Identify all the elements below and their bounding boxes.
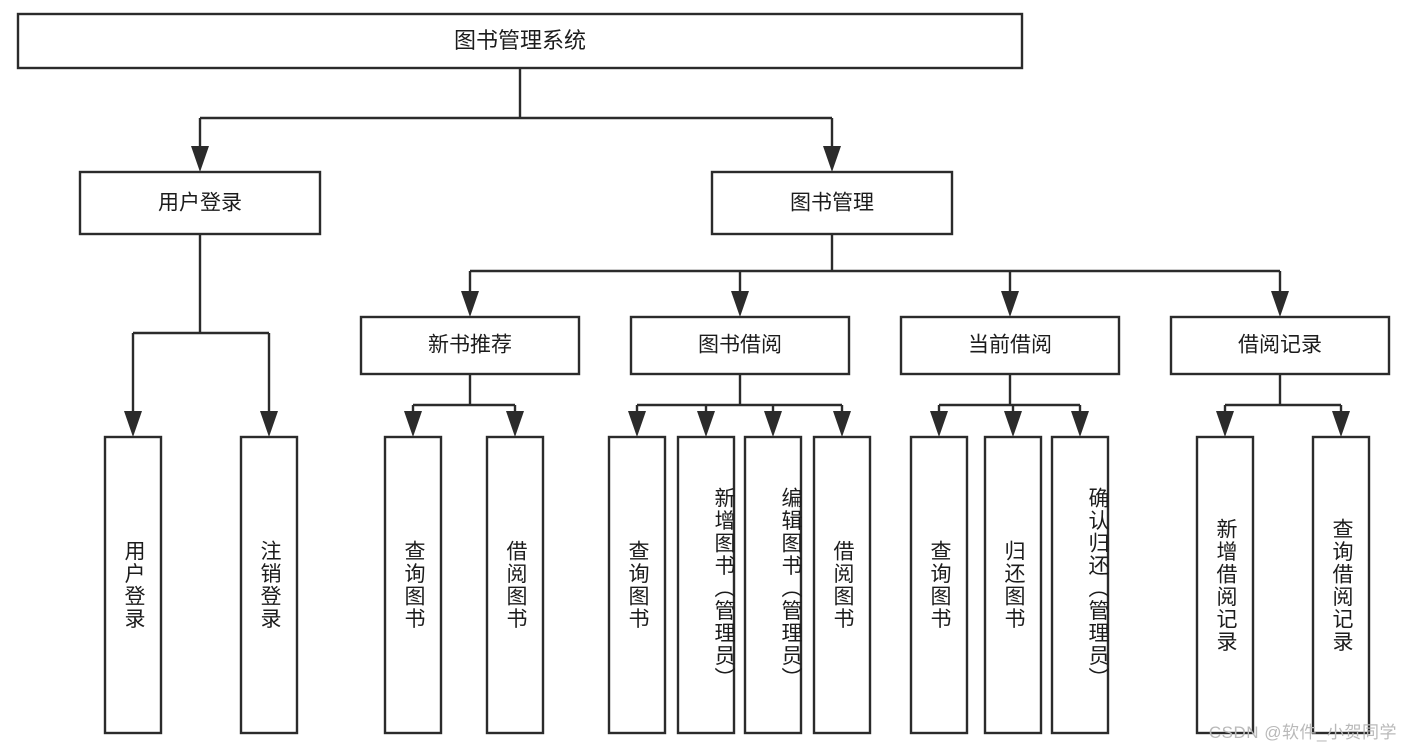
node-leaf-borrow-book-rec-box[interactable] (485, 435, 545, 735)
arrow-head-leaf-query-record (1332, 411, 1350, 437)
connector-group-book-manage (461, 234, 1289, 317)
node-leaf-borrow-book-box[interactable] (812, 435, 872, 735)
arrow-head-current-borrow (1001, 291, 1019, 317)
node-borrow-record-box[interactable] (1169, 315, 1391, 376)
node-current-borrow-box[interactable] (899, 315, 1121, 376)
arrow-head-leaf-logout (260, 411, 278, 437)
node-leaf-logout-box[interactable] (239, 435, 299, 735)
connector-group-user-login (124, 234, 278, 437)
node-borrow-record[interactable]: 借阅记录 (1169, 315, 1391, 376)
node-book-manage-box[interactable] (710, 170, 954, 236)
node-new-book-rec[interactable]: 新书推荐 (359, 315, 581, 376)
arrow-head-new-book-rec (461, 291, 479, 317)
node-book-manage-label: 图书管理 (790, 192, 874, 215)
node-leaf-add-book-box[interactable] (676, 435, 736, 735)
arrow-head-leaf-edit-book (764, 411, 782, 437)
connector-group-root (191, 68, 841, 172)
arrow-head-leaf-borrow-book (833, 411, 851, 437)
node-borrow-record-label: 借阅记录 (1238, 334, 1322, 357)
arrow-head-leaf-query-book-cur (930, 411, 948, 437)
node-new-book-rec-box[interactable] (359, 315, 581, 376)
node-user-login[interactable]: 用户登录 (78, 170, 322, 236)
node-leaf-query-book-cur-box[interactable] (909, 435, 969, 735)
node-user-login-box[interactable] (78, 170, 322, 236)
node-leaf-return-book-box[interactable] (983, 435, 1043, 735)
connector-group-current-borrow (930, 374, 1089, 437)
arrow-head-leaf-add-book (697, 411, 715, 437)
connector-group-book-borrow (628, 374, 851, 437)
node-book-borrow-label: 图书借阅 (698, 334, 782, 357)
csdn-watermark: CSDN @软件_小贺同学 (1208, 723, 1397, 742)
node-root-box[interactable] (16, 12, 1024, 70)
node-book-borrow[interactable]: 图书借阅 (629, 315, 851, 376)
node-leaf-edit-book-box[interactable] (743, 435, 803, 735)
node-leaf-add-record-box[interactable] (1195, 435, 1255, 735)
arrow-head-leaf-add-record (1216, 411, 1234, 437)
arrow-head-book-borrow (731, 291, 749, 317)
connector-group-borrow-record (1216, 374, 1350, 437)
node-leaf-query-book-borrow-box[interactable] (607, 435, 667, 735)
arrow-head-user-login (191, 146, 209, 172)
arrow-head-leaf-confirm-return (1071, 411, 1089, 437)
node-leaf-user-login-box[interactable] (103, 435, 163, 735)
node-book-manage[interactable]: 图书管理 (710, 170, 954, 236)
node-current-borrow-label: 当前借阅 (968, 334, 1052, 357)
node-leaf-query-book-rec-box[interactable] (383, 435, 443, 735)
arrow-head-borrow-record (1271, 291, 1289, 317)
arrow-head-leaf-user-login (124, 411, 142, 437)
connector-group-new-book-rec (404, 374, 524, 437)
arrow-head-leaf-query-book-rec (404, 411, 422, 437)
node-book-borrow-box[interactable] (629, 315, 851, 376)
node-leaf-query-record-box[interactable] (1311, 435, 1371, 735)
arrow-head-book-manage (823, 146, 841, 172)
arrow-head-leaf-borrow-book-rec (506, 411, 524, 437)
node-user-login-label: 用户登录 (158, 192, 242, 215)
arrow-head-leaf-return-book (1004, 411, 1022, 437)
node-root-label: 图书管理系统 (454, 28, 586, 53)
node-new-book-rec-label: 新书推荐 (428, 334, 512, 357)
arrow-head-leaf-query-book-borrow (628, 411, 646, 437)
node-leaf-confirm-return-box[interactable] (1050, 435, 1110, 735)
node-root[interactable]: 图书管理系统 (16, 12, 1024, 70)
node-current-borrow[interactable]: 当前借阅 (899, 315, 1121, 376)
